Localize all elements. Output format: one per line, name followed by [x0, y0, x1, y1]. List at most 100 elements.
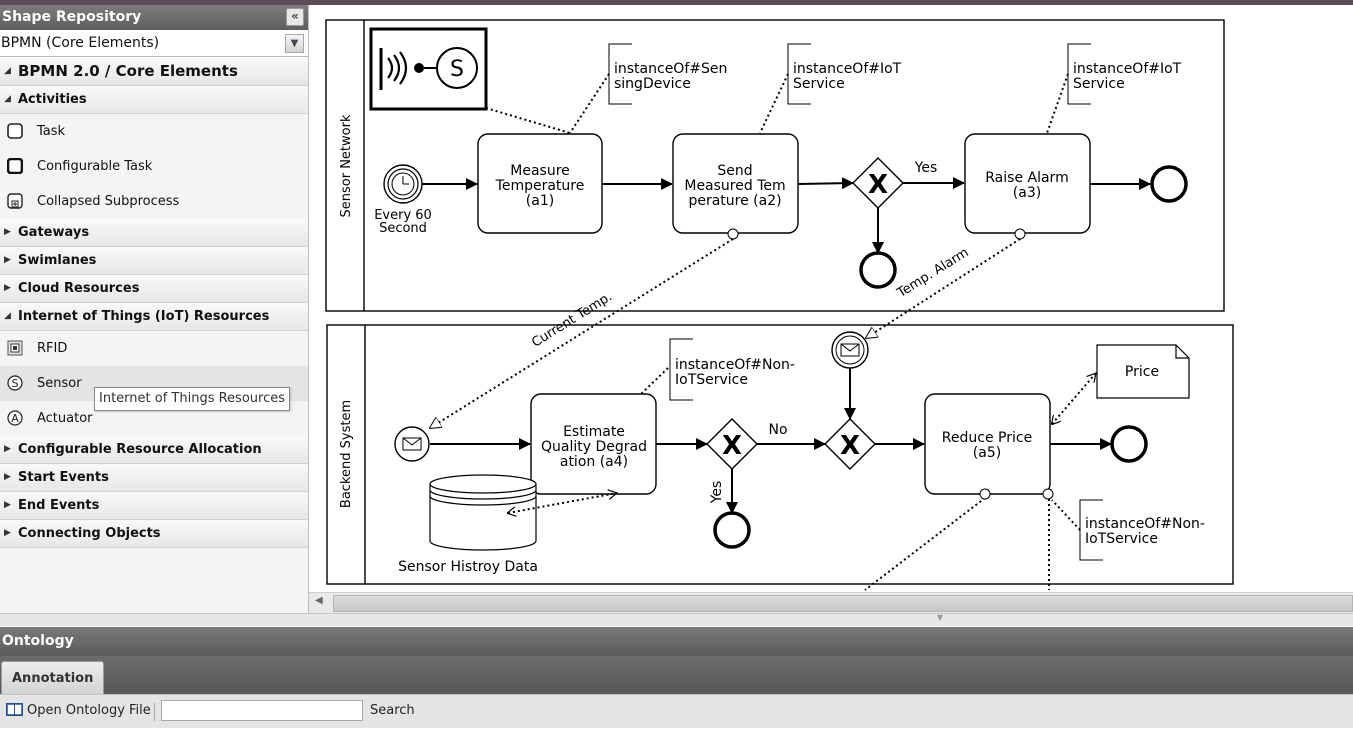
group-activities[interactable]: ◢ Activities: [0, 86, 308, 114]
triangle-collapsed-icon: ▶: [4, 528, 11, 538]
annotation-iot-service-1[interactable]: instanceOf#IoT Service: [787, 43, 902, 105]
book-icon: [6, 703, 23, 716]
shape-item-collapsed-subprocess[interactable]: Collapsed Subprocess: [0, 184, 308, 219]
shape-item-task[interactable]: Task: [0, 114, 308, 149]
gateway-label-no: No: [768, 422, 787, 438]
svg-text:ation (a4): ation (a4): [560, 454, 628, 470]
scrollbar-thumb[interactable]: [333, 595, 1353, 612]
shape-item-configurable-task[interactable]: Configurable Task: [0, 149, 308, 184]
search-button[interactable]: Search: [370, 703, 415, 718]
svg-text:Measured Tem: Measured Tem: [684, 178, 785, 194]
group-connecting-objects[interactable]: ▶ Connecting Objects: [0, 520, 308, 548]
task-icon: [7, 123, 23, 139]
annotation-non-iot-service-2[interactable]: instanceOf#Non- IoTService: [1079, 499, 1205, 561]
task-a3-raise-alarm[interactable]: Raise Alarm (a3): [964, 133, 1091, 240]
toolbar-separator: [154, 703, 155, 721]
tab-annotation[interactable]: Annotation: [1, 661, 105, 695]
end-event-pool2-lower[interactable]: [713, 511, 751, 549]
sequence-flows-pool1: [422, 177, 1151, 254]
horizontal-scrollbar[interactable]: ◀: [309, 592, 1353, 613]
stencil-set-select[interactable]: BPMN (Core Elements) ▼: [0, 30, 308, 57]
splitter-handle-icon[interactable]: ▼: [936, 613, 944, 622]
pool-label-backend-system: Backend System: [339, 400, 354, 508]
svg-text:instanceOf#IoT: instanceOf#IoT: [793, 61, 902, 77]
group-configurable-resource-allocation[interactable]: ▶ Configurable Resource Allocation: [0, 436, 308, 464]
svg-text:Measure: Measure: [510, 163, 570, 179]
svg-text:instanceOf#IoT: instanceOf#IoT: [1073, 61, 1182, 77]
tooltip: Internet of Things Resources: [94, 387, 290, 411]
svg-text:Estimate: Estimate: [563, 424, 625, 440]
end-event-pool1-right[interactable]: [1150, 165, 1188, 203]
chevron-down-icon[interactable]: ▼: [285, 34, 304, 53]
triangle-collapsed-icon: ▶: [4, 472, 11, 482]
stencil-set-value: BPMN (Core Elements): [1, 35, 160, 51]
ontology-tabbar: Annotation: [0, 656, 1353, 695]
exclusive-gateway-pool1[interactable]: X: [852, 157, 904, 209]
svg-text:S: S: [12, 377, 19, 390]
svg-text:Quality Degrad: Quality Degrad: [541, 439, 647, 455]
task-a4-estimate-quality-degradation[interactable]: Estimate Quality Degrad ation (a4): [530, 393, 657, 495]
exclusive-gateway-pool2-split[interactable]: X: [706, 418, 758, 470]
triangle-expanded-icon: ◢: [4, 94, 11, 104]
data-store-sensor-history[interactable]: [429, 474, 537, 551]
data-object-price[interactable]: Price: [1096, 344, 1190, 399]
task-a5-reduce-price[interactable]: Reduce Price (a5): [924, 393, 1054, 500]
svg-text:Raise Alarm: Raise Alarm: [985, 170, 1068, 186]
svg-text:A: A: [11, 412, 19, 425]
svg-text:perature (a2): perature (a2): [688, 193, 781, 209]
message-start-event[interactable]: [394, 426, 430, 462]
timer-start-event[interactable]: [383, 164, 423, 204]
collapsed-subprocess-icon: [7, 193, 23, 209]
bottom-strip: [0, 728, 1353, 741]
sensor-symbol: S: [450, 57, 464, 82]
rfid-icon: [7, 340, 23, 356]
exclusive-gateway-pool2-merge[interactable]: X: [824, 418, 876, 470]
data-store-label: Sensor Histroy Data: [398, 559, 538, 575]
association-price: [1052, 373, 1096, 424]
sensor-device-shape[interactable]: S: [369, 27, 488, 111]
scroll-left-icon[interactable]: ◀: [315, 595, 323, 606]
group-iot-resources[interactable]: ◢ Internet of Things (IoT) Resources: [0, 303, 308, 331]
triangle-expanded-icon: ◢: [4, 66, 11, 76]
diagram-canvas[interactable]: Sensor Network Backend System S Every 60…: [309, 5, 1353, 592]
svg-text:Send: Send: [717, 163, 752, 179]
stencil-section-title[interactable]: ◢ BPMN 2.0 / Core Elements: [0, 57, 308, 86]
gateway-label-yes-pool1: Yes: [914, 160, 938, 176]
group-gateways[interactable]: ▶ Gateways: [0, 219, 308, 247]
task-a2-send-measured-temperature[interactable]: Send Measured Tem perature (a2): [672, 133, 799, 240]
triangle-collapsed-icon: ▶: [4, 227, 11, 237]
end-event-pool2-right[interactable]: [1110, 425, 1148, 463]
pool-label-sensor-network: Sensor Network: [339, 114, 354, 217]
bpmn-diagram[interactable]: Sensor Network Backend System S Every 60…: [309, 5, 1353, 592]
svg-text:(a3): (a3): [1013, 185, 1041, 201]
annotation-iot-service-2[interactable]: instanceOf#IoT Service: [1067, 43, 1182, 105]
group-swimlanes[interactable]: ▶ Swimlanes: [0, 247, 308, 275]
svg-text:IoTService: IoTService: [1085, 531, 1158, 547]
panel-splitter[interactable]: ▼: [0, 613, 1353, 626]
svg-text:instanceOf#Non-: instanceOf#Non-: [1085, 516, 1205, 532]
svg-text:Reduce Price: Reduce Price: [942, 430, 1032, 446]
shape-item-rfid[interactable]: RFID: [0, 331, 308, 366]
svg-text:(a5): (a5): [973, 445, 1001, 461]
svg-text:X: X: [722, 431, 742, 461]
svg-text:instanceOf#Sen: instanceOf#Sen: [614, 61, 727, 77]
triangle-collapsed-icon: ▶: [4, 444, 11, 454]
group-end-events[interactable]: ▶ End Events: [0, 492, 308, 520]
collapse-panel-icon[interactable]: «: [286, 8, 304, 26]
task-a1-measure-temperature[interactable]: Measure Temperature (a1): [477, 133, 603, 234]
shape-repository-panel: Shape Repository « BPMN (Core Elements) …: [0, 5, 309, 613]
sequence-flows-pool2: [430, 368, 1112, 514]
associations: [485, 73, 1081, 531]
triangle-expanded-icon: ◢: [4, 311, 11, 321]
group-start-events[interactable]: ▶ Start Events: [0, 464, 308, 492]
end-event-pool1-lower[interactable]: [859, 251, 897, 289]
ontology-search-input[interactable]: [161, 700, 363, 721]
ontology-title: Ontology: [2, 633, 74, 649]
group-cloud-resources[interactable]: ▶ Cloud Resources: [0, 275, 308, 303]
open-ontology-file-button[interactable]: Open Ontology File: [6, 703, 151, 718]
annotation-non-iot-service-1[interactable]: instanceOf#Non- IoTService: [669, 338, 795, 401]
ontology-toolbar: Open Ontology File Search: [0, 694, 1353, 728]
intermediate-message-event[interactable]: [831, 331, 869, 369]
ontology-panel-header: Ontology: [0, 627, 1353, 656]
message-flows: [430, 238, 1050, 591]
